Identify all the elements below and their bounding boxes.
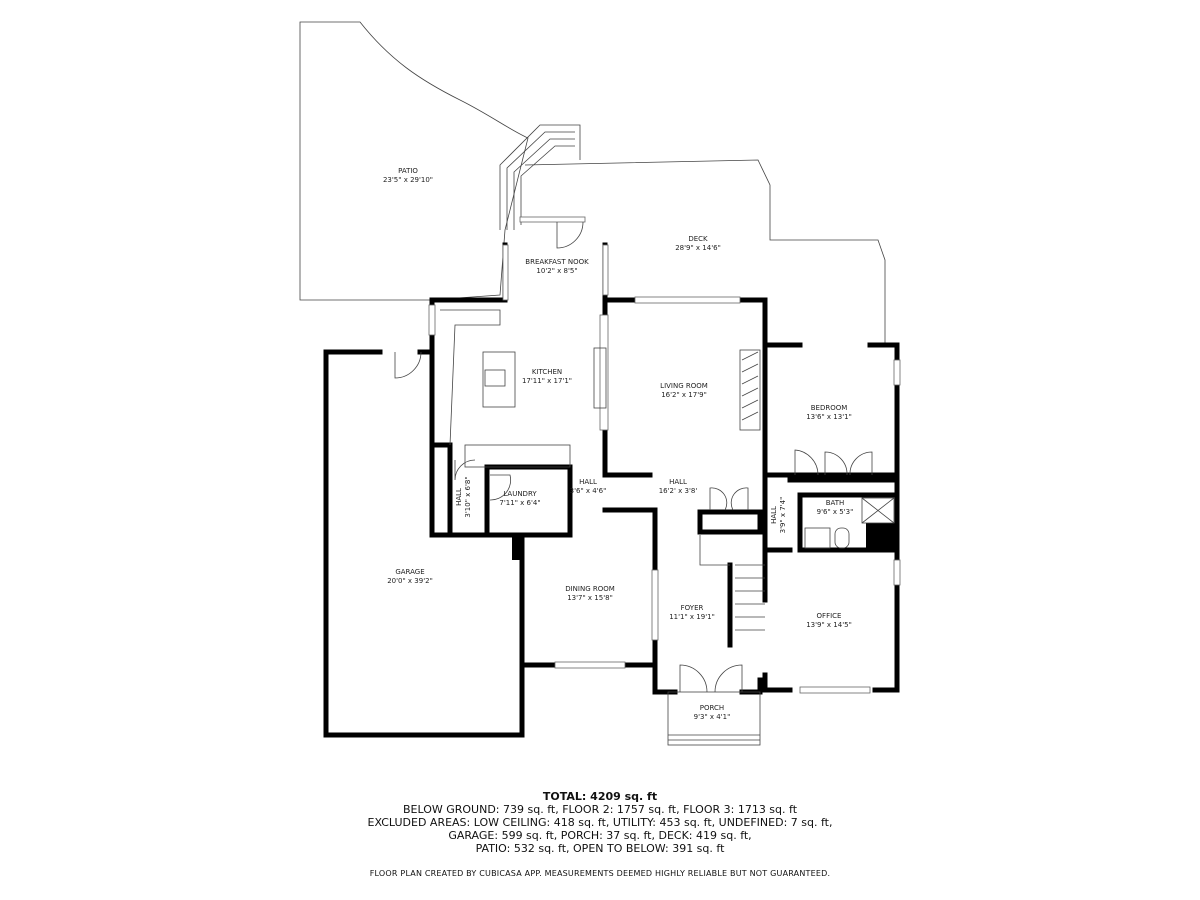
room-dims-porch: 9'3" x 4'1" <box>694 713 731 721</box>
area-summary: TOTAL: 4209 sq. ft BELOW GROUND: 739 sq.… <box>0 790 1200 855</box>
column <box>512 535 524 560</box>
room-name-patio: PATIO <box>398 167 418 175</box>
room-name-hall-main: HALL <box>669 478 687 486</box>
deck-stairs <box>499 124 581 230</box>
room-name-dining-room: DINING ROOM <box>565 585 615 593</box>
room-name-bedroom: BEDROOM <box>811 404 848 412</box>
room-name-porch: PORCH <box>700 704 724 712</box>
room-dims-patio: 23'5" x 29'10" <box>383 176 433 184</box>
total-area: TOTAL: 4209 sq. ft <box>542 790 658 803</box>
room-name-kitchen: KITCHEN <box>532 368 562 376</box>
room-dims-garage: 20'0" x 39'2" <box>387 577 433 585</box>
room-name-living-room: LIVING ROOM <box>660 382 708 390</box>
room-name-bath: BATH <box>826 499 845 507</box>
area-line-4: PATIO: 532 sq. ft, OPEN TO BELOW: 391 sq… <box>475 842 725 855</box>
room-dims-deck: 28'9" x 14'6" <box>675 244 721 252</box>
room-dims-bath: 9'6" x 5'3" <box>817 508 854 516</box>
room-name-deck: DECK <box>688 235 708 243</box>
walls <box>323 242 900 738</box>
deck-outline <box>524 159 886 345</box>
room-labels: PATIO 23'5" x 29'10" DECK 28'9" x 14'6" … <box>383 167 853 721</box>
room-name-garage: GARAGE <box>395 568 424 576</box>
fixtures <box>394 221 895 746</box>
room-dims-laundry: 7'11" x 6'4" <box>499 499 540 507</box>
room-name-laundry: LAUNDRY <box>503 490 537 498</box>
area-line-1: BELOW GROUND: 739 sq. ft, FLOOR 2: 1757 … <box>402 803 798 816</box>
room-dims-kitchen: 17'11" x 17'1" <box>522 377 572 385</box>
room-dims-hall-small: 3'6" x 4'6" <box>570 487 607 495</box>
room-dims-office: 13'9" x 14'5" <box>806 621 852 629</box>
area-line-2: EXCLUDED AREAS: LOW CEILING: 418 sq. ft,… <box>367 816 833 829</box>
credit-note: FLOOR PLAN CREATED BY CUBICASA APP. MEAS… <box>369 869 831 878</box>
room-name-foyer: FOYER <box>681 604 704 612</box>
room-dims-hall-main: 16'2' x 3'8' <box>659 487 698 495</box>
room-name-hall-small: HALL <box>579 478 597 486</box>
room-dims-dining-room: 13'7" x 15'8" <box>567 594 613 602</box>
room-dims-hall-side: 3'10" x 6'8" <box>464 476 472 517</box>
room-dims-hall-bath: 3'9" x 7'4" <box>779 497 787 534</box>
room-name-hall-side: HALL <box>455 488 463 506</box>
room-dims-breakfast-nook: 10'2" x 8'5" <box>536 267 577 275</box>
room-name-breakfast-nook: BREAKFAST NOOK <box>525 258 589 266</box>
windows <box>428 216 901 694</box>
room-name-hall-bath: HALL <box>770 506 778 524</box>
room-name-office: OFFICE <box>817 612 842 620</box>
room-dims-bedroom: 13'6" x 13'1" <box>806 413 852 421</box>
area-line-3: GARAGE: 599 sq. ft, PORCH: 37 sq. ft, DE… <box>448 829 752 842</box>
utility-block <box>866 523 896 549</box>
room-dims-foyer: 11'1" x 19'1" <box>669 613 715 621</box>
room-dims-living-room: 16'2" x 17'9" <box>661 391 707 399</box>
patio-outline <box>299 21 529 301</box>
